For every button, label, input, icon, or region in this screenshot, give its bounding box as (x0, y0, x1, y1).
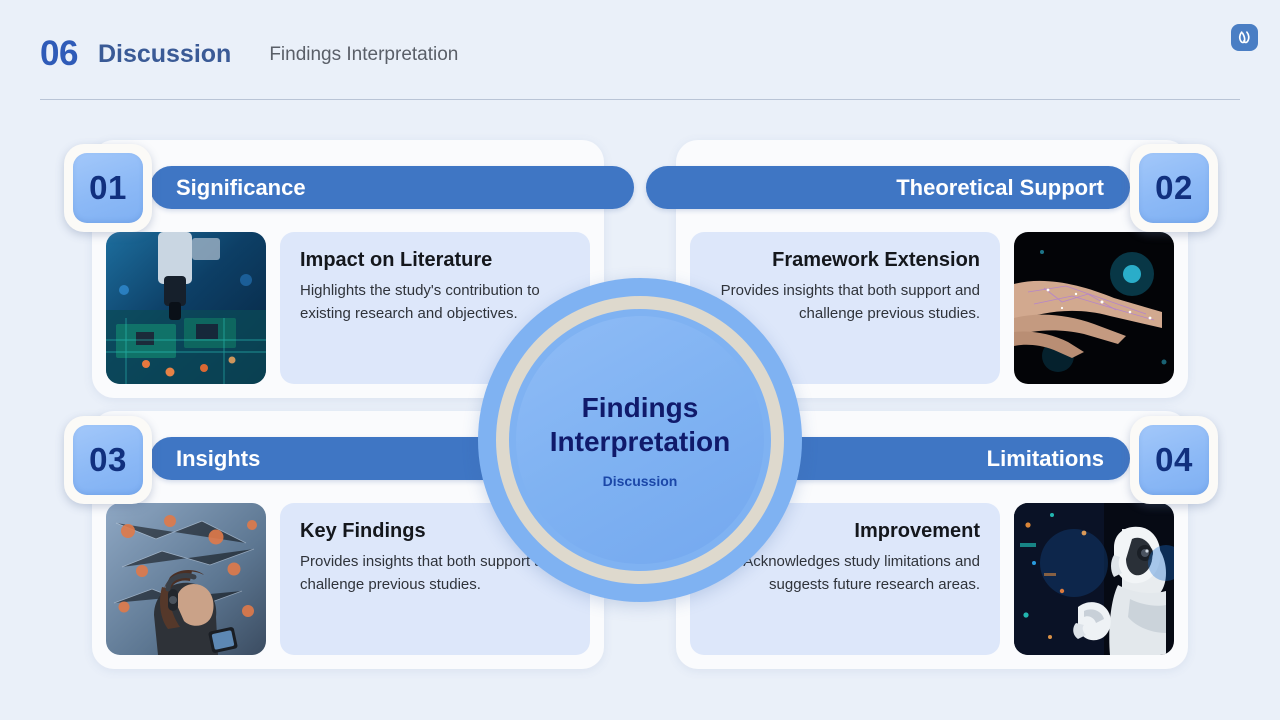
badge-inner: 03 (73, 425, 143, 495)
circuit-board-robotics-image (106, 232, 266, 384)
card-panel-title: Improvement (854, 520, 980, 542)
loop-glyph (1238, 31, 1250, 44)
card-panel-title: Impact on Literature (300, 249, 493, 271)
card-header-bar: Theoretical Support (646, 166, 1130, 209)
card-text-panel: Improvement Acknowledges study limitatio… (690, 503, 1000, 655)
page-subtitle: Findings Interpretation (269, 44, 459, 65)
card-panel-title: Framework Extension (772, 249, 980, 271)
badge-number: 04 (1155, 441, 1193, 478)
loop-logo-icon (1231, 24, 1258, 51)
badge-inner: 02 (1139, 153, 1209, 223)
card-bar-title: Limitations (986, 445, 1104, 471)
digital-hand-network-image (1014, 232, 1174, 384)
woman-headset-network-image (106, 503, 266, 655)
center-title: Findings Interpretation (549, 392, 731, 457)
card-panel-text: Provides insights that both support and … (300, 553, 560, 593)
humanoid-robot-image (1014, 503, 1174, 655)
center-core: Findings Interpretation Discussion (516, 316, 764, 564)
card-body: Improvement Acknowledges study limitatio… (690, 503, 1174, 655)
card-panel-text: Provides insights that both support and … (720, 282, 980, 322)
badge-number: 03 (89, 441, 127, 478)
center-ring-cream: Findings Interpretation Discussion (496, 296, 784, 584)
badge-inner: 01 (73, 153, 143, 223)
card-header-bar: Significance (150, 166, 634, 209)
badge-number: 01 (89, 169, 127, 206)
card-body: Key Findings Provides insights that both… (106, 503, 590, 655)
slide-header: 06 Discussion Findings Interpretation (40, 34, 1240, 100)
card-text-panel: Impact on Literature Highlights the stud… (280, 232, 590, 384)
card-badge-03: 03 (64, 416, 152, 504)
card-panel-text: Highlights the study's contribution to e… (300, 282, 540, 322)
section-number: 06 (40, 34, 78, 73)
badge-number: 02 (1155, 169, 1193, 206)
card-theoretical-support[interactable]: Theoretical Support (646, 140, 1188, 398)
page-title: Discussion (97, 40, 232, 68)
card-body: Impact on Literature Highlights the stud… (106, 232, 590, 384)
card-badge-04: 04 (1130, 416, 1218, 504)
center-ring-blue: Findings Interpretation Discussion (509, 309, 771, 571)
badge-inner: 04 (1139, 425, 1209, 495)
card-panel-title: Key Findings (300, 520, 426, 542)
card-badge-02: 02 (1130, 144, 1218, 232)
card-bar-title: Significance (176, 174, 306, 200)
center-subtitle: Discussion (602, 472, 678, 489)
card-badge-01: 01 (64, 144, 152, 232)
card-bar-title: Insights (176, 445, 261, 471)
center-hub: Findings Interpretation Discussion (478, 278, 802, 602)
card-panel-text: Acknowledges study limitations and sugge… (743, 553, 980, 593)
card-bar-title: Theoretical Support (896, 174, 1104, 200)
card-significance[interactable]: Significance (92, 140, 634, 398)
